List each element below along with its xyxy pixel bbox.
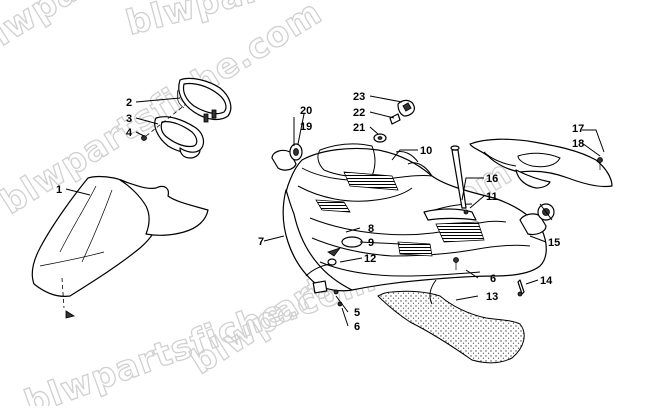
callout-9: 9 <box>368 237 374 249</box>
part-8-left-insert <box>315 171 399 213</box>
callout-20: 20 <box>300 105 312 117</box>
part-2-gauge <box>176 77 232 123</box>
part-1-fairing <box>31 175 209 319</box>
callout-1: 1 <box>56 184 62 196</box>
callout-23: 23 <box>353 91 365 103</box>
callout-22: 22 <box>353 107 365 119</box>
callout-13: 13 <box>486 291 498 303</box>
part-21-23-socket <box>373 99 415 143</box>
part-12-plug <box>341 236 363 248</box>
callout-19: 19 <box>300 121 312 133</box>
callout-5: 5 <box>354 307 360 319</box>
part-16-pin <box>450 145 469 215</box>
callout-4: 4 <box>126 127 133 139</box>
callout-15: 15 <box>548 237 560 249</box>
callout-16: 16 <box>486 173 498 185</box>
callout-6-bottom: 6 <box>354 321 360 333</box>
part-3-gauge-seal <box>154 116 205 159</box>
callout-21: 21 <box>353 122 365 134</box>
part-17-side-cover <box>469 138 613 189</box>
part-10-pocket <box>395 151 419 163</box>
part-11-15-knob <box>519 203 555 236</box>
part-9-right-insert <box>397 208 485 257</box>
callout-12: 12 <box>364 253 376 265</box>
callout-17: 17 <box>572 123 584 135</box>
part-19-20-knob <box>271 143 303 171</box>
part-13-mat <box>377 279 525 364</box>
fasteners <box>327 247 525 307</box>
part-18-screw <box>597 157 603 170</box>
callout-8: 8 <box>368 223 374 235</box>
callout-10: 10 <box>420 145 432 157</box>
callout-3: 3 <box>126 113 132 125</box>
callout-7: 7 <box>258 236 264 248</box>
callouts: 1 2 3 4 20 19 23 22 21 10 16 11 17 18 7 … <box>56 91 584 333</box>
callout-11: 11 <box>486 191 498 203</box>
leader-lines <box>65 95 605 327</box>
callout-6-right: 6 <box>490 273 496 285</box>
callout-18: 18 <box>572 138 584 150</box>
callout-14: 14 <box>540 275 553 287</box>
callout-2: 2 <box>126 97 132 109</box>
